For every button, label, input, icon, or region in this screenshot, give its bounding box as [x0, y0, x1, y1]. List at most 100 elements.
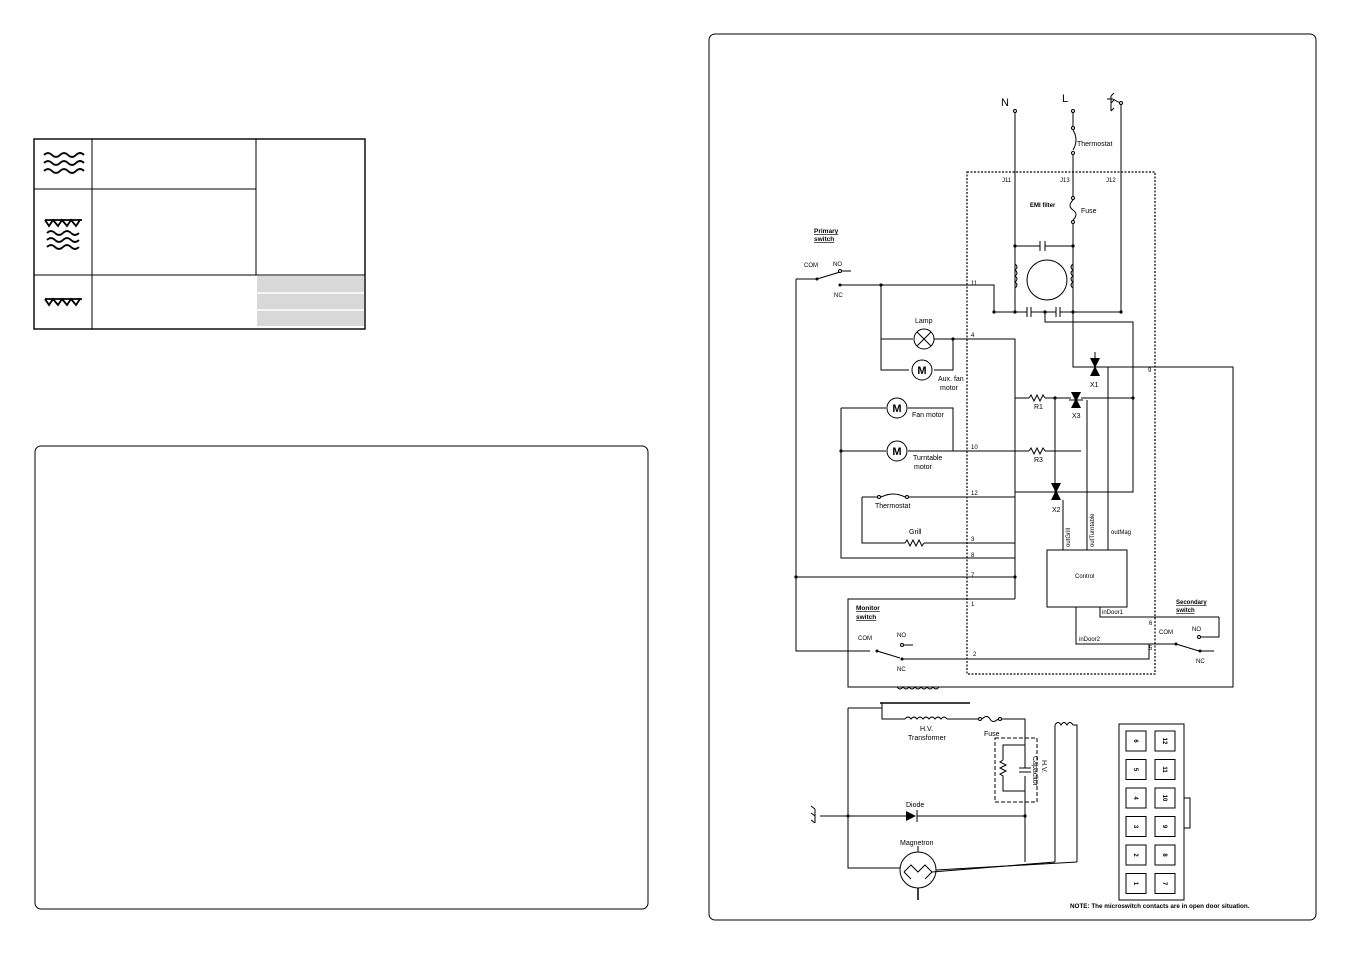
magnetron-symbol — [899, 846, 937, 900]
connector-pin-label: 8 — [1161, 853, 1167, 857]
hv-fuse-symbol — [978, 716, 1002, 722]
connector-pin-box — [1154, 816, 1176, 837]
out-turntable-label: outTurntable — [1090, 513, 1096, 547]
diagram-panel — [708, 33, 1317, 921]
pin-6: 6 — [1149, 621, 1153, 627]
aux-fan-label-2: motor — [940, 385, 959, 392]
connector-pin-box — [1125, 873, 1147, 894]
aux-fan-label: Aux. fan — [938, 376, 964, 383]
turntable-label-2: motor — [914, 464, 933, 471]
hv-capacitor-symbol — [998, 738, 1031, 802]
triac-x2 — [1049, 483, 1063, 500]
pin-8: 8 — [971, 553, 975, 559]
connector-pin-label: 4 — [1132, 796, 1138, 800]
secondary-switch-title: Secondary — [1176, 600, 1207, 606]
x2-label: X2 — [1052, 507, 1061, 514]
connector-pin-box — [1125, 730, 1147, 752]
connector-j12: J12 — [1106, 178, 1116, 184]
triac-x3 — [1069, 392, 1083, 408]
grill-icon — [44, 297, 82, 307]
svg-text:M: M — [892, 446, 901, 458]
primary-switch-title: Primary — [814, 228, 839, 235]
primary-com-label: COM — [804, 263, 818, 269]
in-door1-label: inDoor1 — [1102, 610, 1124, 616]
neutral-label: N — [1001, 97, 1009, 109]
fan-motor-symbol: M — [886, 397, 908, 419]
connector-pin-label: 1 — [1132, 882, 1138, 886]
emi-filter-label: EMI filter — [1030, 203, 1056, 209]
lamp-label: Lamp — [915, 318, 933, 325]
connector-pin-box — [1154, 730, 1176, 752]
monitor-switch-symbol — [875, 643, 913, 661]
in-door2-label: inDoor2 — [1079, 637, 1101, 643]
monitor-switch-title-2: switch — [856, 614, 876, 621]
thermostat-top-label: Thermostat — [1077, 141, 1112, 148]
pin-2: 2 — [973, 652, 977, 658]
x1-label: X1 — [1090, 382, 1099, 389]
live-label: L — [1062, 93, 1068, 105]
earth-icon — [1107, 92, 1121, 112]
wiring-diagram: N L Thermostat Fuse — [794, 92, 1250, 910]
connector-j13: J13 — [1060, 178, 1070, 184]
primary-switch-title-2: switch — [814, 236, 834, 243]
monitor-com-label: COM — [858, 636, 872, 642]
fan-motor-label: Fan motor — [912, 412, 945, 419]
hv-capacitor-label-2: Capacitor — [1031, 756, 1038, 787]
emi-filter-symbol — [992, 241, 1134, 398]
magnetron-label: Magnetron — [900, 840, 934, 847]
fuse-top-symbol — [1069, 196, 1077, 224]
pin-12: 12 — [971, 491, 978, 497]
hv-secondary-coil — [1054, 722, 1078, 862]
pin-1: 1 — [971, 602, 975, 608]
connector-pin-box — [1125, 816, 1147, 837]
aux-fan-motor-symbol: M — [911, 359, 933, 381]
microwave-icon — [43, 152, 85, 174]
legend-table — [33, 138, 366, 330]
pin-4: 4 — [971, 333, 975, 339]
svg-text:M: M — [917, 365, 926, 377]
fuse-top-label: Fuse — [1081, 208, 1097, 215]
pin-9: 9 — [1148, 368, 1152, 374]
secondary-com-label: COM — [1159, 630, 1173, 636]
primary-switch-symbol — [815, 269, 851, 287]
hv-transformer-label-2: Transformer — [908, 735, 947, 742]
connector-pin-box — [1154, 844, 1176, 866]
x3-label: X3 — [1072, 413, 1081, 420]
legend-shaded-cell — [257, 276, 364, 326]
connector-pin-label: 12 — [1161, 738, 1167, 745]
pin-10: 10 — [971, 445, 978, 451]
connector-pin-label: 7 — [1161, 882, 1167, 886]
connector-pin-box — [1154, 787, 1176, 809]
thermostat-top-symbol — [1071, 126, 1077, 155]
notes-panel — [34, 445, 649, 910]
connector-pin-label: 11 — [1161, 766, 1167, 773]
secondary-switch-title-2: switch — [1176, 608, 1195, 614]
connector-j11: J11 — [1002, 178, 1012, 184]
hv-transformer-symbol — [904, 716, 948, 720]
thermostat-grill-symbol — [877, 493, 909, 499]
secondary-no-label: NO — [1192, 627, 1201, 633]
pcb-connector — [1118, 723, 1191, 901]
monitor-no-label: NO — [897, 633, 906, 639]
note-text: NOTE: The microswitch contacts are in op… — [1070, 903, 1250, 910]
pin-11: 11 — [971, 281, 978, 287]
resistor-r3 — [1028, 446, 1046, 456]
pin-3: 3 — [971, 537, 975, 543]
earth-hv-icon — [810, 805, 848, 824]
resistor-r1 — [1028, 393, 1046, 403]
triac-x1 — [1088, 352, 1102, 376]
thermostat-grill-label: Thermostat — [875, 503, 910, 510]
connector-pin-label: 6 — [1132, 739, 1138, 743]
connector-pin-box — [1154, 759, 1176, 780]
svg-text:M: M — [892, 403, 901, 415]
connector-pin-label: 3 — [1132, 825, 1138, 829]
microwave-grill-icon — [44, 218, 82, 250]
diode-label: Diode — [906, 802, 924, 809]
monitor-switch-title: Monitor — [856, 605, 880, 612]
hv-fuse-label: Fuse — [984, 731, 1000, 738]
grill-heater-symbol — [904, 538, 925, 548]
connector-pin-box — [1125, 759, 1147, 780]
turntable-motor-symbol: M — [886, 440, 908, 462]
